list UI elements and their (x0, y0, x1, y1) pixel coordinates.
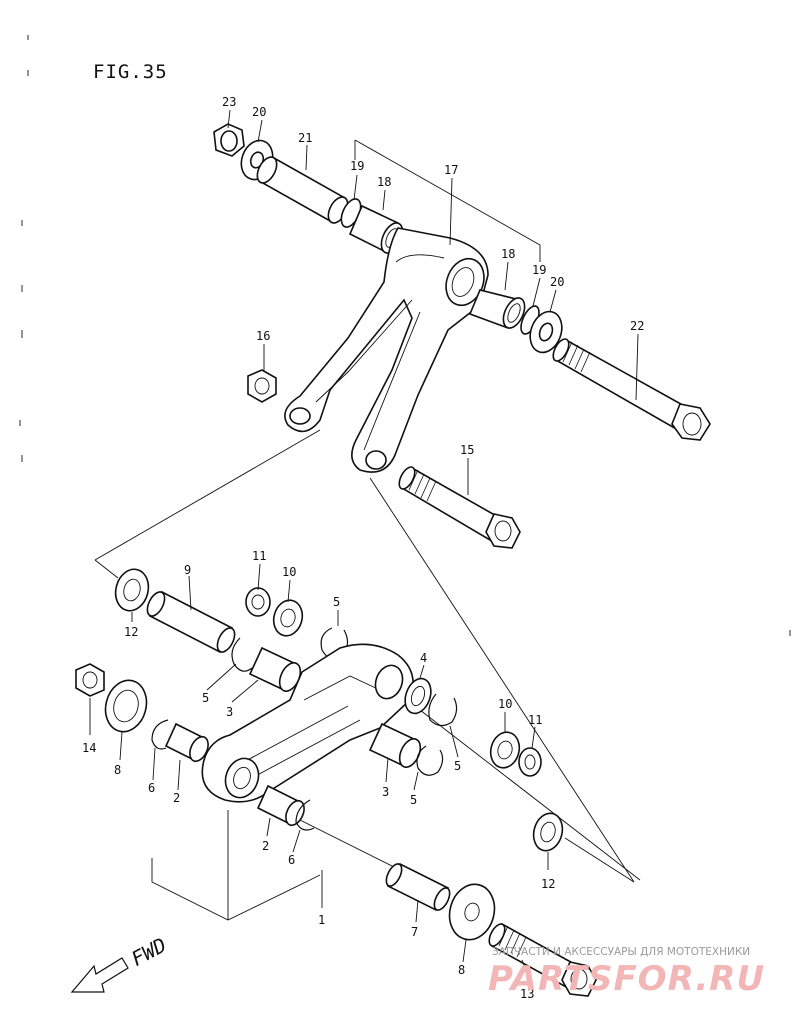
callout-8: 8 (114, 763, 121, 777)
part-5-circlip-d (416, 745, 444, 776)
callout-8: 8 (458, 963, 465, 977)
part-16-nut (247, 369, 277, 403)
part-7-collar (385, 862, 451, 912)
part-11-cap-upper (245, 587, 271, 617)
figure-title: FIG.35 (93, 61, 168, 83)
arrow-forward-icon (70, 957, 129, 993)
assembly-leader-lines (94, 429, 641, 883)
callout-leaders (89, 109, 639, 983)
callout-5: 5 (333, 595, 340, 609)
callout-20: 20 (550, 275, 564, 289)
callout-2: 2 (262, 839, 269, 853)
forward-direction-indicator: FWD (70, 933, 170, 993)
part-8-washer-lower (448, 883, 496, 941)
callout-23: 23 (222, 95, 236, 109)
group-bracket-upper (354, 139, 541, 262)
callout-5: 5 (202, 691, 209, 705)
part-2-bearing-lower (256, 784, 305, 827)
part-13-bolt (488, 922, 597, 997)
callout-1: 1 (318, 913, 325, 927)
callout-10: 10 (282, 565, 296, 579)
callout-12: 12 (124, 625, 138, 639)
part-23-nut (213, 123, 245, 157)
callout-18: 18 (501, 247, 515, 261)
part-1-cushion-lever (201, 643, 414, 803)
callout-13: 13 (520, 987, 534, 1001)
part-10-seal-upper (272, 599, 304, 637)
callout-15: 15 (460, 443, 474, 457)
part-22-bolt (552, 338, 711, 441)
part-12-seal-lower (532, 812, 564, 852)
callout-12: 12 (541, 877, 555, 891)
callout-20: 20 (252, 105, 266, 119)
callout-10: 10 (498, 697, 512, 711)
callout-19: 19 (350, 159, 364, 173)
part-4-bearing (404, 677, 432, 715)
callout-3: 3 (226, 705, 233, 719)
part-18-bearing-right (468, 289, 526, 330)
callout-5: 5 (454, 759, 461, 773)
part-12-seal-upper (114, 568, 150, 612)
callout-5: 5 (410, 793, 417, 807)
callout-3: 3 (382, 785, 389, 799)
watermark-tagline: ЗАПЧАСТИ И АКСЕССУАРЫ ДЛЯ МОТОТЕХНИКИ (492, 946, 750, 958)
part-9-collar (146, 590, 236, 654)
part-21-collar (256, 156, 349, 224)
callout-17: 17 (444, 163, 458, 177)
scan-marks (19, 35, 791, 636)
callout-9: 9 (184, 563, 191, 577)
part-17-cushion-lever (284, 227, 489, 473)
callout-21: 21 (298, 131, 312, 145)
callout-4: 4 (420, 651, 427, 665)
part-20-washer-right (529, 310, 563, 354)
watermark: ЗАПЧАСТИ И АКСЕССУАРЫ ДЛЯ МОТОТЕХНИКИ PA… (488, 946, 765, 999)
part-2-bearing-left (164, 722, 209, 763)
fwd-label: FWD (127, 933, 170, 971)
callout-11: 11 (252, 549, 266, 563)
callout-22: 22 (630, 319, 644, 333)
part-10-seal-lower (489, 731, 521, 769)
part-15-bolt (398, 466, 521, 549)
watermark-brand: PARTSFOR.RU (488, 959, 765, 999)
callout-11: 11 (528, 713, 542, 727)
part-3-bearing-upper (248, 646, 302, 692)
callout-6: 6 (288, 853, 295, 867)
callout-7: 7 (411, 925, 418, 939)
part-5-circlip-c (428, 693, 458, 727)
part-1-leader-frame (151, 810, 323, 921)
callout-18: 18 (377, 175, 391, 189)
part-6-circlip-lower (295, 799, 315, 831)
callout-6: 6 (148, 781, 155, 795)
part-14-nut (75, 663, 105, 697)
part-8-washer-left (104, 679, 148, 733)
callout-14: 14 (82, 741, 96, 755)
callout-19: 19 (532, 263, 546, 277)
part-3-bearing-lower (368, 722, 422, 768)
part-6-circlip-left (151, 719, 169, 750)
callout-labels: 23 20 21 19 18 17 18 19 20 22 16 15 11 1… (82, 95, 644, 1001)
part-11-cap-lower (518, 747, 542, 777)
callout-2: 2 (173, 791, 180, 805)
callout-16: 16 (256, 329, 270, 343)
part-5-circlip-a (231, 637, 253, 672)
